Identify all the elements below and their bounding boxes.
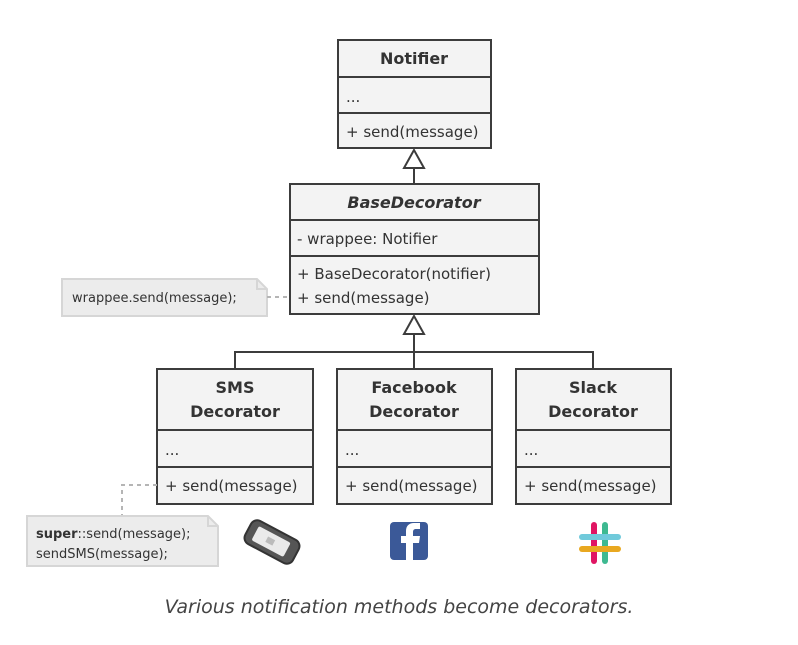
inheritance-arrow-notifier <box>402 147 426 169</box>
class-method: + BaseDecorator(notifier) <box>297 265 491 283</box>
class-title-line1: SMS <box>216 378 255 397</box>
note-super-keyword: super <box>36 527 78 542</box>
class-method: + send(message) <box>165 477 298 495</box>
class-method: + send(message) <box>524 477 657 495</box>
class-title: BaseDecorator <box>347 193 481 212</box>
class-sms-decorator: SMS Decorator ... + send(message) <box>156 368 314 505</box>
inheritance-arrow-base <box>402 313 426 335</box>
figure-caption: Various notification methods become deco… <box>164 596 634 618</box>
facebook-icon <box>390 522 428 560</box>
slack-icon <box>579 522 621 564</box>
note-text: wrappee.send(message); <box>72 291 237 306</box>
class-method: + send(message) <box>297 289 430 307</box>
class-title-line1: Slack <box>569 378 617 397</box>
class-method: + send(message) <box>346 123 479 141</box>
class-title-line2: Decorator <box>190 402 280 421</box>
class-fields: ... <box>346 88 360 106</box>
note-line1: super::send(message); <box>36 527 191 542</box>
class-method: + send(message) <box>345 477 478 495</box>
note-base-decorator: wrappee.send(message); <box>61 278 290 317</box>
class-base-decorator: BaseDecorator - wrappee: Notifier + Base… <box>289 183 540 315</box>
class-slack-decorator: Slack Decorator ... + send(message) <box>515 368 672 505</box>
note-line1-rest: ::send(message); <box>78 527 191 542</box>
class-fields: ... <box>165 441 179 459</box>
class-fields: - wrappee: Notifier <box>297 230 438 248</box>
class-title-line1: Facebook <box>371 378 457 397</box>
class-fields: ... <box>524 441 538 459</box>
class-title-line2: Decorator <box>369 402 459 421</box>
class-fields: ... <box>345 441 359 459</box>
phone-icon <box>243 519 301 565</box>
note-line2: sendSMS(message); <box>36 547 168 562</box>
class-title: Notifier <box>380 49 448 68</box>
note-sms-decorator: super::send(message); sendSMS(message); <box>26 484 219 567</box>
class-notifier: Notifier ... + send(message) <box>337 39 492 149</box>
class-facebook-decorator: Facebook Decorator ... + send(message) <box>336 368 493 505</box>
class-title-line2: Decorator <box>548 402 638 421</box>
